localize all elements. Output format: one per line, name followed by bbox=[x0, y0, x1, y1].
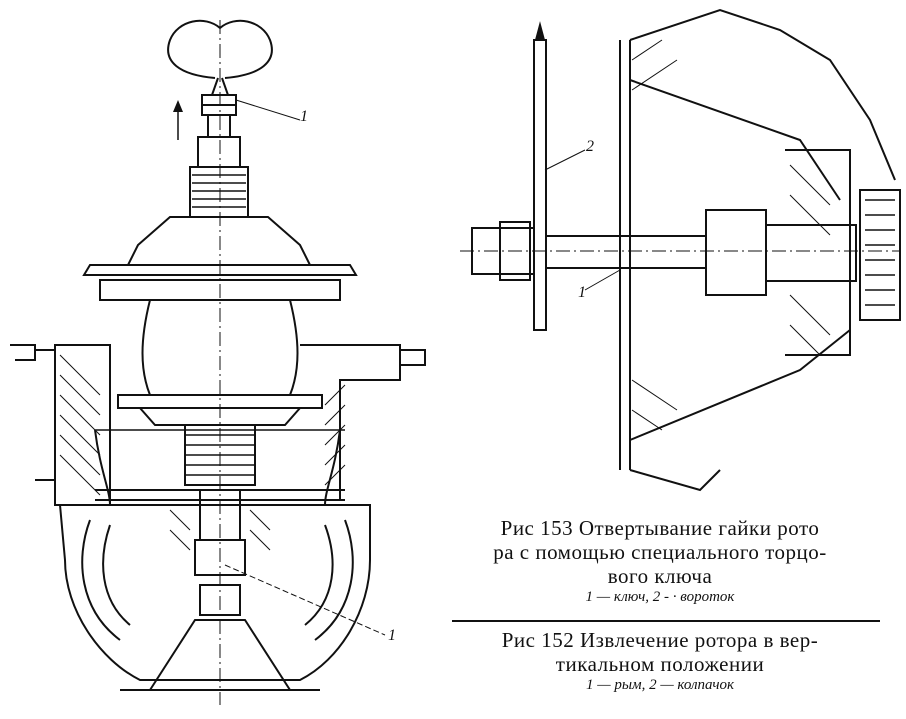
callout-1-top: 1 bbox=[300, 108, 308, 125]
rotor-vertical-drawing bbox=[10, 19, 426, 705]
legend-152: 1 — рым, 2 — колпачок bbox=[586, 677, 734, 693]
caption-152-line1: Рис 152 Извлечение ротора в вер- bbox=[501, 628, 819, 652]
callout-1-bottom: 1 bbox=[388, 627, 396, 644]
figure-153-caption: Рис 153 Отвертывание гайки рото ра с пом… bbox=[440, 516, 880, 606]
caption-153-line3: вого ключа bbox=[607, 564, 713, 588]
legend-153: 1 — ключ, 2 - · вороток bbox=[585, 589, 735, 605]
caption-153-line1: Рис 153 Отвертывание гайки рото bbox=[500, 516, 820, 540]
figure-152-caption: Рис 152 Извлечение ротора в вер- тикальн… bbox=[440, 628, 880, 694]
caption-153-line2: ра с помощью специального торцо- bbox=[493, 540, 827, 564]
callout-2-right: 2 bbox=[586, 138, 594, 155]
callout-1-right: 1 bbox=[578, 284, 586, 301]
divider-rule bbox=[452, 620, 880, 622]
caption-152-line2: тикальном положении bbox=[555, 652, 765, 676]
